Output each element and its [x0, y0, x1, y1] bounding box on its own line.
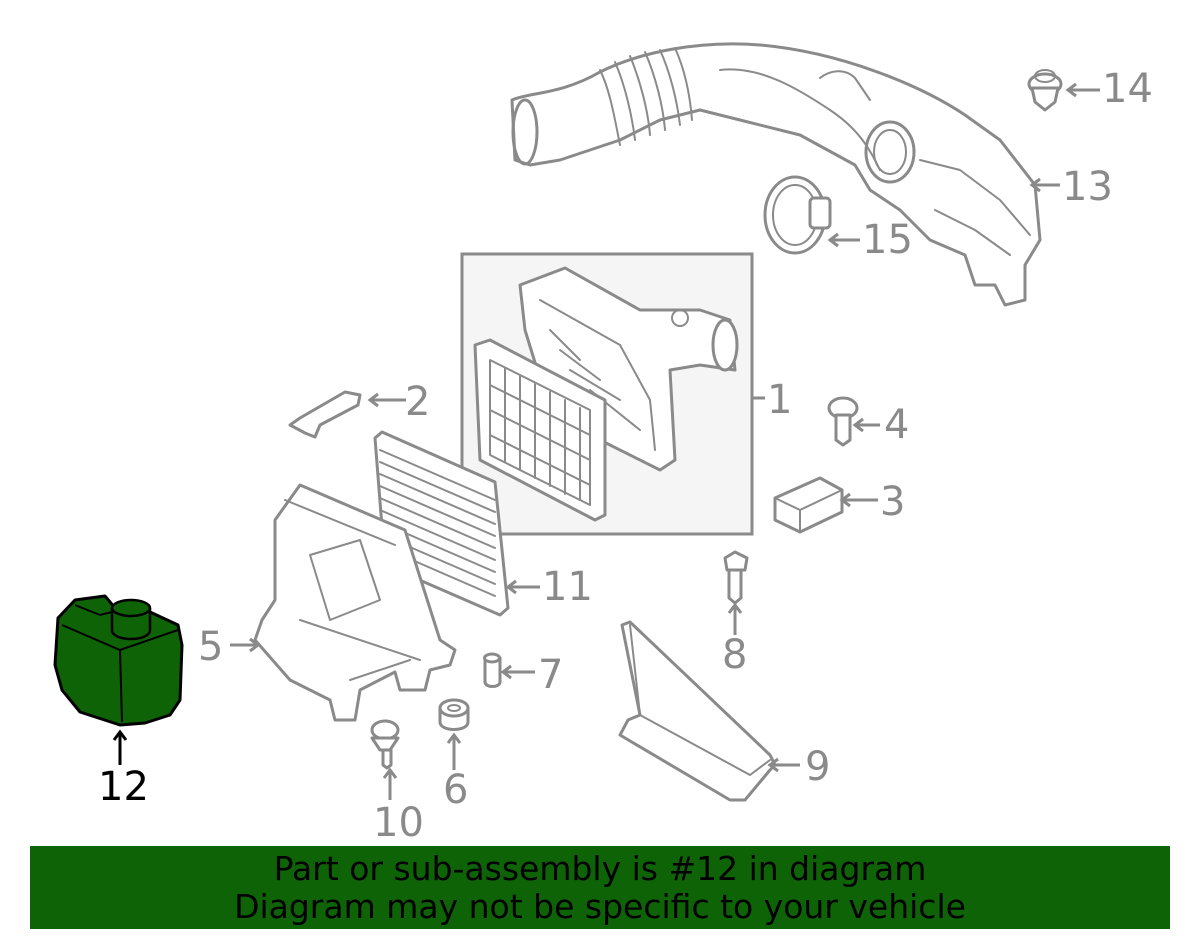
part-1-air-cleaner-case	[460, 252, 765, 536]
banner-line-1: Part or sub-assembly is #12 in diagram	[273, 848, 927, 888]
callout-2: 2	[405, 379, 430, 425]
part-15-hose-clamp	[763, 175, 832, 255]
callout-6: 6	[443, 767, 468, 813]
callout-8: 8	[722, 632, 747, 678]
part-10-clip	[370, 719, 400, 770]
callout-11: 11	[542, 564, 593, 610]
part-12-resonator	[53, 594, 184, 727]
part-7-bushing	[483, 652, 502, 688]
banner-line-2: Diagram may not be specific to your vehi…	[234, 886, 966, 926]
callout-10: 10	[373, 800, 424, 846]
part-5-lower-case	[253, 483, 457, 722]
part-3-block	[773, 476, 844, 534]
callout-4: 4	[884, 402, 909, 448]
part-6-grommet	[438, 698, 470, 731]
callout-5: 5	[198, 624, 223, 670]
callout-12: 12	[98, 764, 149, 810]
part-9-duct	[618, 620, 777, 802]
part-8-bolt	[723, 550, 749, 605]
part-13-intake-duct	[510, 42, 1042, 307]
part-14-clip	[1027, 69, 1063, 112]
leader-lines	[112, 82, 1100, 800]
callout-13: 13	[1062, 164, 1113, 210]
callout-7: 7	[538, 652, 563, 698]
info-banner: Part or sub-assembly is #12 in diagram D…	[30, 846, 1170, 929]
callout-9: 9	[805, 744, 830, 790]
callout-3: 3	[880, 479, 905, 525]
callout-14: 14	[1102, 66, 1153, 112]
part-4-bolt	[827, 396, 859, 447]
callout-1: 1	[767, 377, 792, 423]
callout-15: 15	[862, 217, 913, 263]
part-2-bracket	[288, 390, 362, 439]
